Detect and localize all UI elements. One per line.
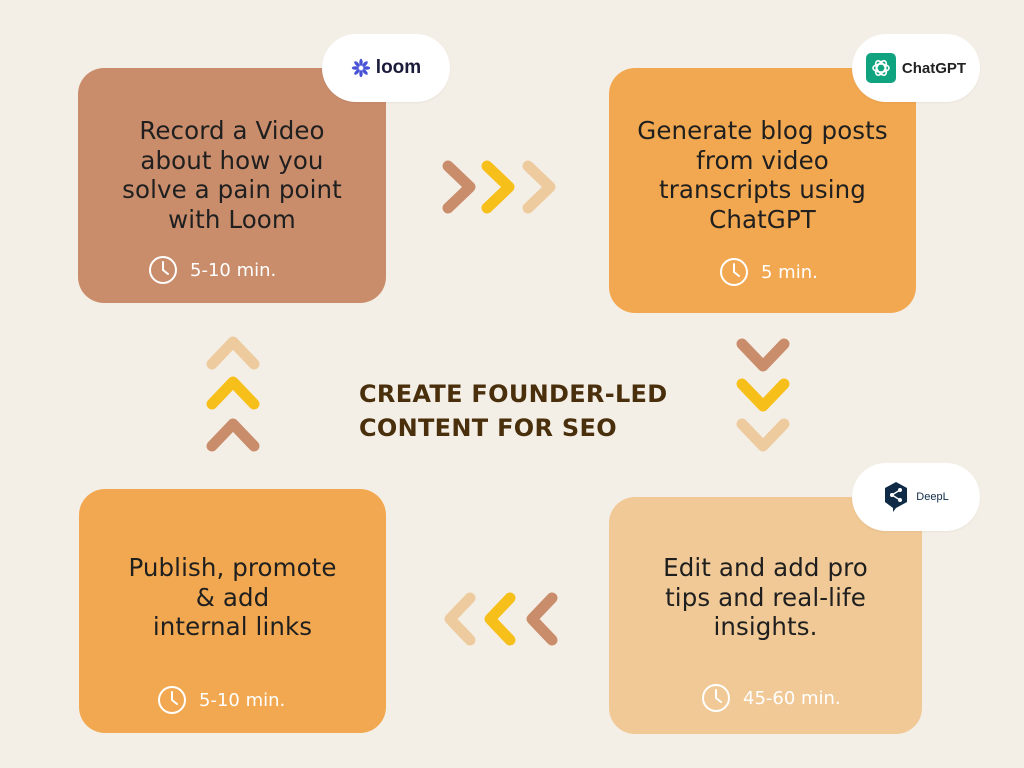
duration-label: 5-10 min. — [199, 689, 286, 711]
loom-logo-icon — [351, 58, 370, 78]
loom-label: loom — [375, 57, 422, 78]
chevron-icon — [522, 160, 556, 214]
chevron-icon — [736, 418, 790, 452]
chevrons-left — [444, 592, 558, 646]
chevron-icon — [736, 338, 790, 372]
step-card-publish: Publish, promote & add internal links 5-… — [79, 489, 386, 733]
duration-label: 5-10 min. — [190, 259, 277, 281]
step-text: Generate blog posts from video transcrip… — [637, 116, 888, 234]
chevron-icon — [526, 592, 558, 646]
step-text: Edit and add pro tips and real-life insi… — [663, 553, 868, 641]
chevron-icon — [481, 160, 515, 214]
title-line-2: CONTENT FOR SEO — [359, 414, 617, 442]
step-card-record-video: Record a Video about how you solve a pai… — [78, 68, 386, 303]
step-card-edit-content: Edit and add pro tips and real-life insi… — [609, 497, 922, 734]
title-line-1: CREATE FOUNDER-LED — [359, 380, 668, 408]
loom-badge: loom — [322, 34, 450, 102]
deepl-label: DeepL — [916, 491, 949, 503]
chevron-icon — [736, 378, 790, 412]
step-text: Record a Video about how you solve a pai… — [122, 116, 342, 234]
clock-icon — [149, 256, 177, 284]
chevron-icon — [484, 592, 516, 646]
duration-label: 45-60 min. — [743, 687, 841, 709]
clock-icon — [720, 258, 748, 286]
chevrons-right — [442, 160, 556, 214]
step-text: Publish, promote & add internal links — [128, 553, 337, 641]
duration-label: 5 min. — [761, 261, 818, 283]
chevrons-down — [736, 338, 790, 452]
chevrons-up — [206, 336, 260, 452]
clock-icon — [158, 686, 186, 714]
diagram-title: CREATE FOUNDER-LED CONTENT FOR SEO — [359, 377, 699, 445]
clock-icon — [702, 684, 730, 712]
chatgpt-logo-icon — [865, 53, 896, 83]
chevron-icon — [444, 592, 476, 646]
step-duration: 5-10 min. — [148, 255, 276, 285]
chevron-icon — [206, 376, 260, 410]
chevron-icon — [442, 160, 476, 214]
step-duration: 5-10 min. — [157, 685, 285, 715]
chatgpt-badge: ChatGPT — [852, 34, 980, 102]
step-duration: 45-60 min. — [701, 683, 841, 713]
chatgpt-label: ChatGPT — [901, 59, 967, 77]
deepl-badge: DeepL — [852, 463, 980, 531]
step-card-generate-posts: Generate blog posts from video transcrip… — [609, 68, 916, 313]
step-duration: 5 min. — [719, 257, 818, 287]
deepl-logo-icon — [885, 482, 908, 512]
chevron-icon — [206, 336, 260, 370]
chevron-icon — [206, 418, 260, 452]
